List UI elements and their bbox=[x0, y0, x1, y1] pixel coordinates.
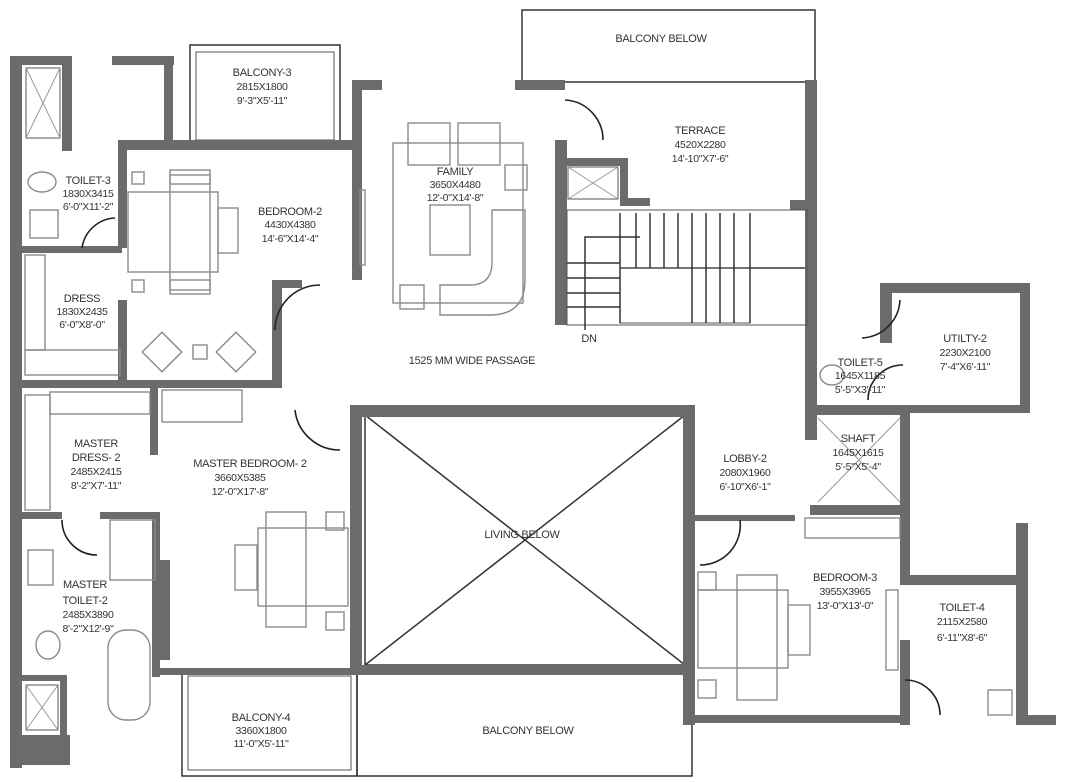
svg-text:2485X2415: 2485X2415 bbox=[70, 466, 121, 478]
svg-text:3955X3965: 3955X3965 bbox=[819, 586, 870, 598]
svg-text:3360X1800: 3360X1800 bbox=[235, 725, 286, 737]
duct-bottom-left bbox=[25, 684, 59, 731]
svg-text:4430X4380: 4430X4380 bbox=[264, 219, 315, 231]
label-balcony-3: BALCONY-3 2815X1800 9'-3"X5'-11" bbox=[233, 67, 292, 107]
label-balcony-below-top: BALCONY BELOW bbox=[615, 33, 707, 45]
svg-text:TERRACE: TERRACE bbox=[675, 125, 725, 137]
svg-text:6'-10"X6'-1": 6'-10"X6'-1" bbox=[719, 481, 771, 493]
armchairs-bedroom-2 bbox=[141, 331, 257, 373]
svg-text:TOILET-3: TOILET-3 bbox=[65, 175, 110, 187]
svg-text:7'-4"X6'-11": 7'-4"X6'-11" bbox=[940, 361, 991, 373]
label-balcony-4: BALCONY-4 3360X1800 11'-0"X5'-11" bbox=[232, 712, 291, 750]
svg-text:12'-0"X17'-8": 12'-0"X17'-8" bbox=[212, 486, 269, 498]
svg-text:LOBBY-2: LOBBY-2 bbox=[723, 453, 767, 465]
label-utility-2: UTILTY-2 2230X2100 7'-4"X6'-11" bbox=[939, 333, 991, 373]
svg-text:1645X1615: 1645X1615 bbox=[832, 447, 883, 459]
label-toilet-4: TOILET-4 2115X2580 6'-11"X8'-6" bbox=[937, 602, 988, 644]
label-bedroom-2: BEDROOM-2 4430X4380 14'-6"X14'-4" bbox=[258, 206, 322, 245]
label-master-bedroom-2: MASTER BEDROOM- 2 3660X5385 12'-0"X17'-8… bbox=[193, 458, 307, 498]
sofa-master-bedroom bbox=[161, 389, 243, 423]
svg-text:3660X5385: 3660X5385 bbox=[214, 472, 265, 484]
stair-direction-label: DN bbox=[581, 333, 597, 345]
svg-text:2115X2580: 2115X2580 bbox=[937, 616, 988, 628]
svg-text:MASTER: MASTER bbox=[74, 438, 118, 450]
walls bbox=[10, 56, 1056, 768]
duct-top-left bbox=[25, 67, 61, 139]
svg-text:2080X1960: 2080X1960 bbox=[719, 467, 770, 479]
label-dress: DRESS 1830X2435 6'-0"X8'-0" bbox=[56, 293, 108, 331]
svg-text:9'-3"X5'-11": 9'-3"X5'-11" bbox=[237, 95, 288, 107]
sofa-set-family bbox=[359, 122, 528, 316]
svg-text:DRESS- 2: DRESS- 2 bbox=[72, 452, 121, 464]
svg-text:SHAFT: SHAFT bbox=[841, 433, 876, 445]
svg-text:DRESS: DRESS bbox=[64, 293, 100, 305]
svg-text:BEDROOM-2: BEDROOM-2 bbox=[258, 206, 322, 218]
svg-text:FAMILY: FAMILY bbox=[437, 166, 474, 178]
svg-text:14'-10"X7'-6": 14'-10"X7'-6" bbox=[672, 153, 729, 165]
svg-text:3650X4480: 3650X4480 bbox=[429, 179, 480, 191]
staircase bbox=[566, 209, 808, 330]
svg-text:6'-0"X8'-0": 6'-0"X8'-0" bbox=[59, 319, 105, 331]
label-living-below: LIVING BELOW bbox=[484, 529, 560, 541]
svg-text:TOILET-5: TOILET-5 bbox=[837, 357, 882, 369]
svg-text:4520X2280: 4520X2280 bbox=[674, 139, 725, 151]
label-toilet-5: TOILET-5 1645X1185 5'-5"X3'-11" bbox=[835, 357, 886, 396]
label-passage: 1525 MM WIDE PASSAGE bbox=[409, 355, 535, 367]
svg-text:14'-6"X14'-4": 14'-6"X14'-4" bbox=[262, 233, 319, 245]
wardrobes bbox=[24, 254, 901, 539]
svg-text:TOILET-2: TOILET-2 bbox=[62, 595, 107, 607]
svg-text:TOILET-4: TOILET-4 bbox=[939, 602, 984, 614]
balcony-below-bottom bbox=[356, 671, 693, 777]
svg-text:6'-0"X11'-2": 6'-0"X11'-2" bbox=[63, 201, 114, 213]
svg-text:UTILTY-2: UTILTY-2 bbox=[943, 333, 987, 345]
label-family: FAMILY 3650X4480 12'-0"X14'-8" bbox=[427, 166, 484, 204]
doors bbox=[61, 99, 941, 716]
svg-text:11'-0"X5'-11": 11'-0"X5'-11" bbox=[233, 738, 289, 750]
svg-text:2485X3890: 2485X3890 bbox=[62, 609, 113, 621]
label-master-dress-2: MASTER DRESS- 2 2485X2415 8'-2"X7'-11" bbox=[70, 438, 122, 492]
balcony-3 bbox=[189, 44, 341, 143]
svg-text:6'-11"X8'-6": 6'-11"X8'-6" bbox=[937, 632, 988, 644]
svg-text:2815X1800: 2815X1800 bbox=[236, 81, 287, 93]
svg-text:8'-2"X12'-9": 8'-2"X12'-9" bbox=[62, 623, 114, 635]
svg-text:2230X2100: 2230X2100 bbox=[939, 347, 990, 359]
svg-text:BALCONY BELOW: BALCONY BELOW bbox=[615, 33, 707, 45]
label-terrace: TERRACE 4520X2280 14'-10"X7'-6" bbox=[672, 125, 729, 165]
label-toilet-3: TOILET-3 1830X3415 6'-0"X11'-2" bbox=[62, 175, 114, 213]
balcony-below-top bbox=[521, 9, 816, 83]
bed-master-bedroom bbox=[234, 511, 349, 631]
bathtub bbox=[107, 519, 156, 721]
svg-text:MASTER: MASTER bbox=[63, 579, 107, 591]
duct-stair bbox=[567, 166, 619, 200]
bed-bedroom-2 bbox=[127, 169, 239, 295]
svg-text:8'-2"X7'-11": 8'-2"X7'-11" bbox=[71, 480, 122, 492]
svg-text:5'-5"X3'-11": 5'-5"X3'-11" bbox=[835, 384, 886, 396]
svg-text:1830X2435: 1830X2435 bbox=[56, 306, 107, 318]
toilet-fixtures bbox=[27, 171, 1013, 716]
label-bedroom-3: BEDROOM-3 3955X3965 13'-0"X13'-0" bbox=[813, 572, 877, 612]
svg-text:BALCONY-4: BALCONY-4 bbox=[232, 712, 291, 724]
svg-text:13'-0"X13'-0": 13'-0"X13'-0" bbox=[817, 600, 874, 612]
label-shaft: SHAFT 1645X1615 5'-5"X5'-4" bbox=[832, 433, 884, 473]
svg-text:5'-5"X5'-4": 5'-5"X5'-4" bbox=[835, 461, 881, 473]
svg-text:1645X1185: 1645X1185 bbox=[835, 370, 886, 382]
label-lobby-2: LOBBY-2 2080X1960 6'-10"X6'-1" bbox=[719, 453, 771, 493]
bed-bedroom-3 bbox=[697, 571, 899, 701]
balcony-4 bbox=[181, 671, 358, 777]
label-balcony-below-bottom: BALCONY BELOW bbox=[482, 725, 574, 737]
svg-text:BALCONY-3: BALCONY-3 bbox=[233, 67, 292, 79]
svg-text:MASTER BEDROOM- 2: MASTER BEDROOM- 2 bbox=[193, 458, 307, 470]
svg-text:12'-0"X14'-8": 12'-0"X14'-8" bbox=[427, 192, 484, 204]
svg-text:1830X3415: 1830X3415 bbox=[62, 188, 113, 200]
svg-text:BEDROOM-3: BEDROOM-3 bbox=[813, 572, 877, 584]
label-master-toilet-2: MASTER TOILET-2 2485X3890 8'-2"X12'-9" bbox=[62, 579, 114, 635]
shaft-cross bbox=[817, 417, 901, 503]
